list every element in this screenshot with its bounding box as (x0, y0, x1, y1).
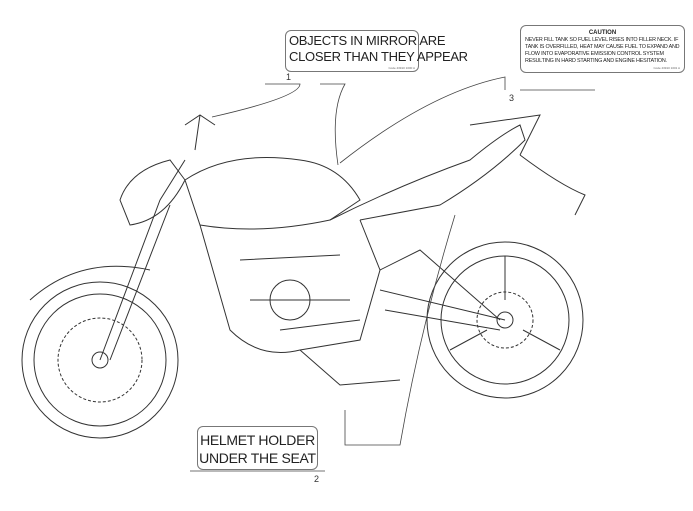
decal-code: Code 43910 1001 A (653, 66, 680, 70)
decal-helmet-holder: HELMET HOLDER UNDER THE SEAT (197, 426, 318, 470)
swingarm (379, 289, 506, 331)
caution-title: CAUTION (588, 30, 617, 36)
decal-line: HELMET HOLDER (200, 432, 315, 448)
callout-number-1: 1 (286, 72, 292, 82)
tail (469, 114, 586, 216)
decal-code: Code 43910 1000 A (388, 66, 415, 70)
decal-mirror-warning: OBJECTS IN MIRROR ARE CLOSER THAN THEY A… (285, 30, 468, 72)
front-wheel (21, 281, 179, 439)
decal-line: OBJECTS IN MIRROR ARE (289, 33, 446, 48)
engine-cover (269, 279, 311, 321)
seat (329, 124, 526, 221)
decal-line: CLOSER THAN THEY APPEAR (289, 49, 468, 64)
engine (199, 219, 381, 353)
exhaust (299, 249, 501, 386)
caution-text: NEVER FILL TANK SO FUEL LEVEL RISES INTO… (525, 37, 680, 64)
rear-wheel (426, 241, 584, 399)
front-fender (29, 265, 151, 301)
callout-number-2: 2 (314, 474, 320, 484)
front-fork (99, 114, 216, 361)
tank (184, 157, 361, 230)
decal-fuel-caution: CAUTION NEVER FILL TANK SO FUEL LEVEL RI… (520, 25, 685, 73)
callout-number-3: 3 (509, 93, 515, 103)
decal-line: UNDER THE SEAT (199, 450, 316, 466)
